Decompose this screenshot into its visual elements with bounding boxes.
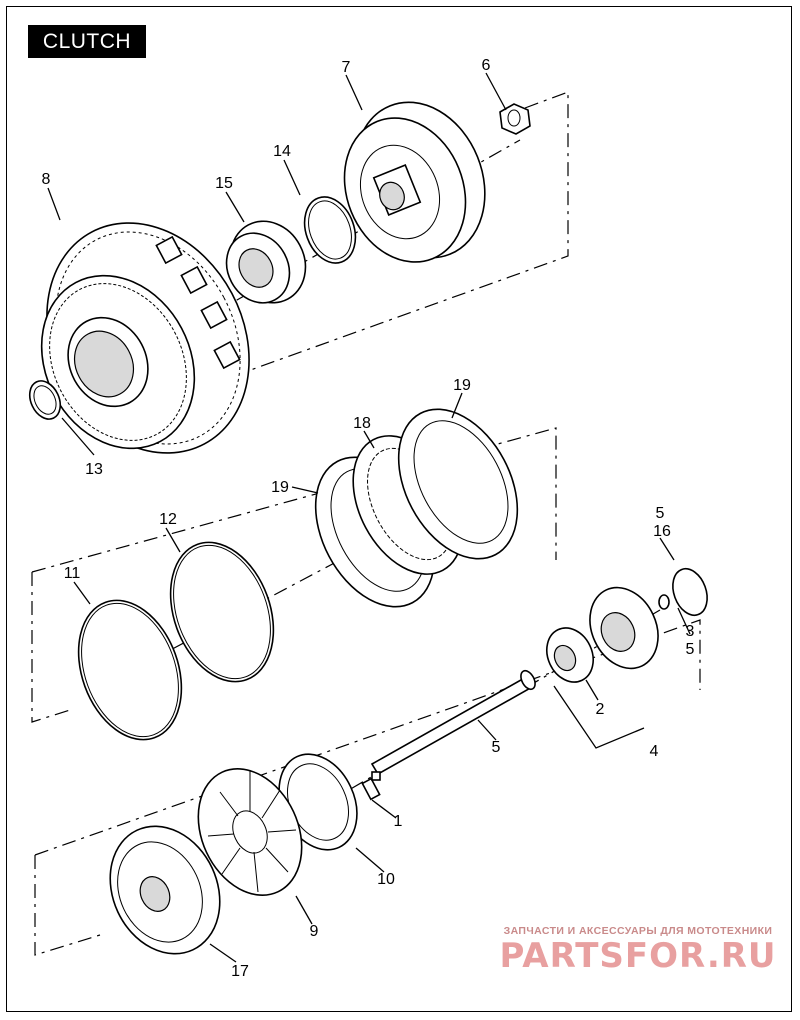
callout-numbers: 7 6 8 15 14 13 19 18 19 12 11 5 16 3 5 2… xyxy=(42,57,695,980)
watermark-logo: PARTSFOR.RU xyxy=(499,936,777,976)
callout-15: 15 xyxy=(215,175,233,192)
callout-3: 3 xyxy=(686,623,695,640)
callout-7: 7 xyxy=(342,59,351,76)
part-13-retaining-ring xyxy=(28,380,62,420)
diagram-frame xyxy=(6,6,792,1012)
part-6-nut xyxy=(499,103,531,135)
callout-12: 12 xyxy=(159,511,177,528)
part-8-clutch-shell xyxy=(40,222,250,454)
clutch-plate-stack xyxy=(314,408,519,608)
part-1-screw xyxy=(361,771,381,801)
callout-11: 11 xyxy=(64,565,81,582)
callout-18: 18 xyxy=(353,415,371,432)
callout-1: 1 xyxy=(394,813,403,830)
part-2-bearing xyxy=(546,627,594,683)
part-16-3-ring-washer xyxy=(658,567,708,617)
callout-5-right: 5 xyxy=(686,641,695,658)
part-15-bearing xyxy=(225,220,307,304)
leader-lines xyxy=(47,72,691,963)
callout-14: 14 xyxy=(273,143,291,160)
part-14-snap-ring xyxy=(303,196,357,264)
callout-6: 6 xyxy=(482,57,491,74)
callout-8: 8 xyxy=(42,171,51,188)
callout-13: 13 xyxy=(85,461,103,478)
watermark-subtitle: ЗАПЧАСТИ И АКСЕССУАРЫ ДЛЯ МОТОТЕХНИКИ xyxy=(503,925,773,937)
part-7-clutch-hub xyxy=(343,101,486,263)
part-17-pressure-plate xyxy=(109,825,221,955)
watermark: ЗАПЧАСТИ И АКСЕССУАРЫ ДЛЯ МОТОТЕХНИКИ PA… xyxy=(488,925,788,975)
callout-17: 17 xyxy=(231,963,249,980)
callout-19-left: 19 xyxy=(271,479,289,496)
callout-9: 9 xyxy=(310,923,319,940)
part-4-release-plate xyxy=(589,586,659,670)
part-5-pushrod xyxy=(370,669,536,776)
part-11-12-orings xyxy=(77,541,275,741)
callout-19-top: 19 xyxy=(453,377,471,394)
part-9-diaphragm-spring xyxy=(197,768,303,896)
callout-4: 4 xyxy=(650,743,659,760)
callout-10: 10 xyxy=(377,871,395,888)
diagram-title: CLUTCH xyxy=(28,25,146,58)
callout-5-top: 5 xyxy=(656,505,665,522)
callout-5-rod: 5 xyxy=(492,739,501,756)
callout-2: 2 xyxy=(596,701,605,718)
callout-16: 16 xyxy=(653,523,671,540)
part-19-friction-plate-rear xyxy=(397,408,519,560)
